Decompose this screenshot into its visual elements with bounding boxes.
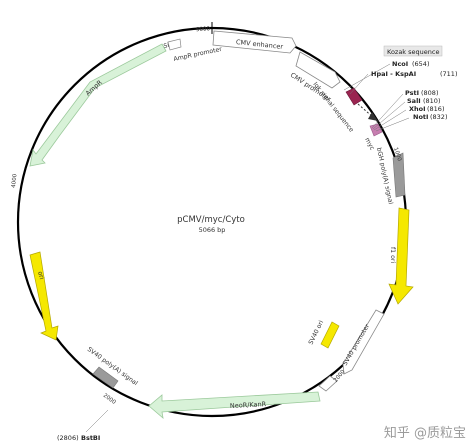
svg-text:PstI: PstI — [405, 89, 419, 97]
bgh-polya-label: bGH poly(A) signal — [375, 147, 394, 205]
sali-site: SalI (810) — [372, 97, 440, 130]
svg-text:NcoI: NcoI — [392, 60, 408, 68]
ampr-promoter-feature — [167, 38, 182, 51]
neor-kanr-feature — [148, 391, 321, 420]
bgh-polya-feature — [392, 152, 406, 198]
kozak-box — [383, 45, 443, 57]
ori-label: ori — [36, 271, 45, 281]
kozak-label: Kozak sequence — [387, 48, 439, 56]
ampr-feature — [29, 43, 167, 167]
bstbi-site: (2806) BstBI — [57, 409, 109, 442]
f1-ori-feature — [388, 207, 414, 305]
svg-text:(2806): (2806) — [57, 434, 79, 442]
tick-1000: 1000 — [392, 147, 402, 163]
svg-text:(654): (654) — [412, 60, 429, 68]
sv40-ori-feature — [320, 321, 340, 349]
ampr-promoter-label: AmpR promoter — [173, 46, 223, 63]
svg-text:BstBI: BstBI — [81, 434, 100, 442]
myc-label: myc — [363, 137, 376, 152]
si-label: Si — [163, 42, 170, 50]
igk-signal-label: Igk signal sequence — [311, 81, 354, 134]
svg-text:HpaI - KspAI: HpaI - KspAI — [371, 70, 416, 78]
neor-start-feature — [318, 375, 338, 392]
svg-text:SalI: SalI — [407, 97, 421, 105]
sv40-promoter-feature — [342, 309, 385, 375]
sv40-polya-feature — [92, 366, 119, 389]
hpai-site: HpaI - KspAI (711) — [349, 70, 457, 95]
svg-text:NotI: NotI — [413, 113, 428, 121]
ori-feature — [29, 251, 59, 341]
svg-text:(816): (816) — [427, 105, 444, 113]
noti-site: NotI (832) — [375, 113, 447, 132]
cmv-promoter-feature — [295, 51, 341, 89]
igk-signal-feature — [345, 87, 363, 106]
watermark: 知乎 @质粒宝 — [383, 426, 466, 441]
svg-text:XhoI: XhoI — [409, 105, 426, 113]
plasmid-size: 5066 bp — [199, 226, 226, 234]
psti-site: PstI (808) — [371, 89, 438, 129]
f1-ori-label: f1 ori — [389, 247, 396, 263]
neor-kanr-label: NeoR/KanR — [230, 400, 267, 410]
insertion-arrowhead — [368, 112, 378, 121]
svg-text:(711): (711) — [440, 70, 457, 78]
tick-5000: 5000 — [196, 26, 211, 33]
svg-text:(808): (808) — [421, 89, 438, 97]
svg-text:(832): (832) — [430, 113, 447, 121]
ncoi-site: NcoI (654) — [343, 60, 429, 91]
svg-text:(810): (810) — [423, 97, 440, 105]
xhoi-site: XhoI (816) — [373, 105, 444, 131]
plasmid-name: pCMV/myc/Cyto — [177, 215, 245, 225]
cmv-enhancer-feature — [212, 30, 297, 54]
tick-4000: 4000 — [11, 173, 18, 188]
tick-2000-left: 2000 — [102, 393, 117, 406]
